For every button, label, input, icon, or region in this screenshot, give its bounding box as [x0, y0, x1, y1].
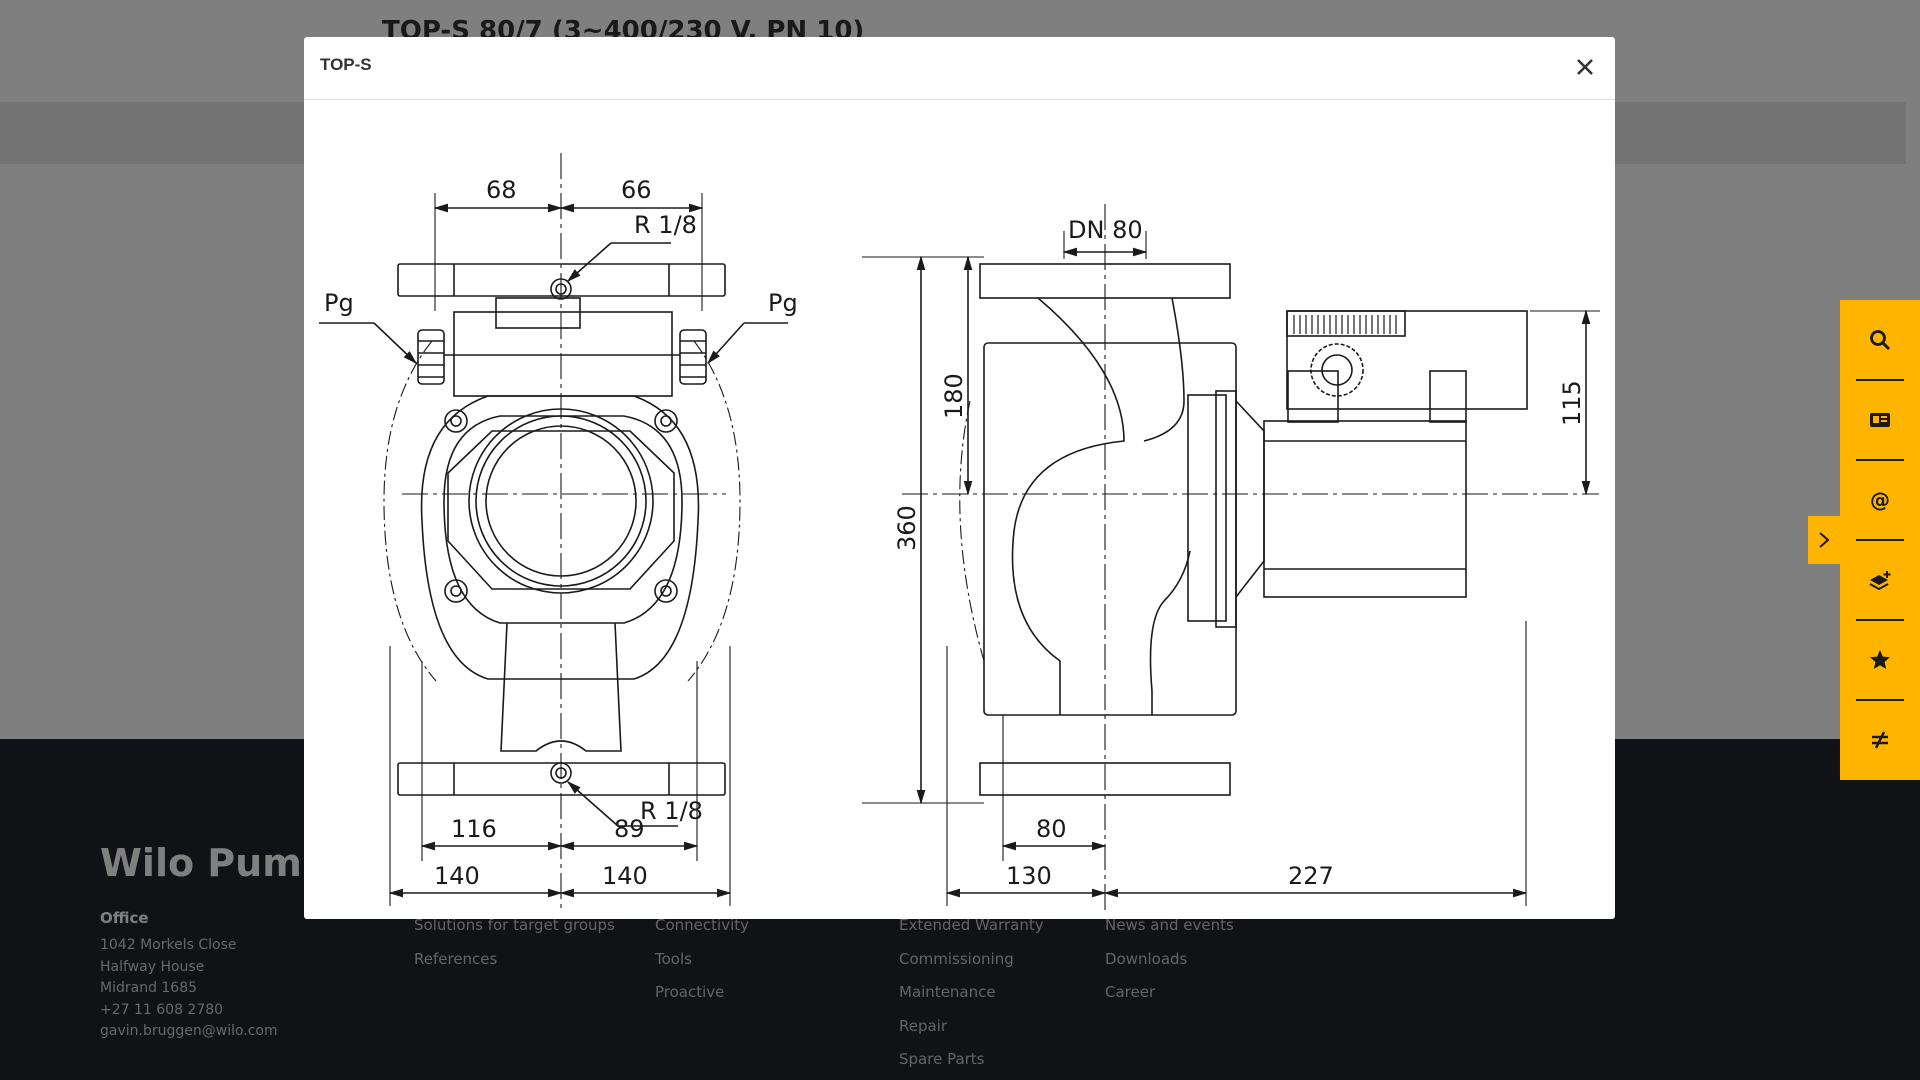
dim-227-label: 227	[1288, 862, 1334, 890]
dim-80-label: 80	[1036, 815, 1067, 843]
dim-130-label: 130	[1006, 862, 1052, 890]
dim-116-label: 116	[451, 815, 497, 843]
dimension-drawing: 68 66 R 1/8 Pg Pg R 1/8 116 89 140 140 D…	[319, 153, 1600, 911]
dim-360-label: 360	[893, 505, 921, 551]
email-button[interactable]: @	[1840, 460, 1920, 540]
modal-header: TOP-S	[304, 37, 1615, 100]
dim-pg-right-label: Pg	[768, 289, 798, 317]
sidebar-divider	[1856, 379, 1904, 381]
front-view	[319, 153, 788, 911]
modal-body: 68 66 R 1/8 Pg Pg R 1/8 116 89 140 140 D…	[304, 101, 1615, 919]
email-icon: @	[1870, 488, 1890, 512]
dim-68-label: 68	[486, 176, 517, 204]
favorites-button[interactable]	[1840, 620, 1920, 700]
dim-180-label: 180	[940, 373, 968, 419]
sidebar-divider	[1856, 539, 1904, 541]
catalogue-add-icon	[1869, 571, 1891, 591]
close-button[interactable]	[1569, 51, 1601, 83]
catalogue-add-button[interactable]	[1840, 540, 1920, 620]
dim-140-left-label: 140	[434, 862, 480, 890]
sidebar-toggle-button[interactable]	[1808, 516, 1840, 564]
favorite-star-icon	[1870, 650, 1890, 669]
drawing-modal: TOP-S	[304, 37, 1615, 919]
sidebar-divider	[1856, 699, 1904, 701]
side-view	[862, 204, 1600, 911]
dim-dn80-label: DN 80	[1068, 216, 1143, 244]
dim-pg-left-label: Pg	[324, 289, 354, 317]
chevron-right-icon	[1819, 532, 1830, 548]
search-button[interactable]	[1840, 300, 1920, 380]
contact-card-icon	[1870, 413, 1890, 427]
dim-140-right-label: 140	[602, 862, 648, 890]
dim-115-label: 115	[1558, 380, 1586, 426]
search-icon	[1870, 330, 1891, 351]
modal-title: TOP-S	[320, 55, 372, 74]
contact-card-button[interactable]	[1840, 380, 1920, 460]
sidebar-divider	[1856, 459, 1904, 461]
sidebar-divider	[1856, 619, 1904, 621]
dim-r18-bottom-label: R 1/8	[640, 797, 703, 825]
svg-text:@: @	[1870, 488, 1890, 512]
close-icon	[1577, 59, 1593, 75]
compare-button[interactable]	[1840, 700, 1920, 780]
dim-89-label: 89	[614, 815, 645, 843]
compare-icon	[1872, 731, 1888, 749]
dim-66-label: 66	[621, 176, 652, 204]
quick-action-sidebar: @	[1840, 300, 1920, 780]
dim-r18-top-label: R 1/8	[634, 211, 697, 239]
